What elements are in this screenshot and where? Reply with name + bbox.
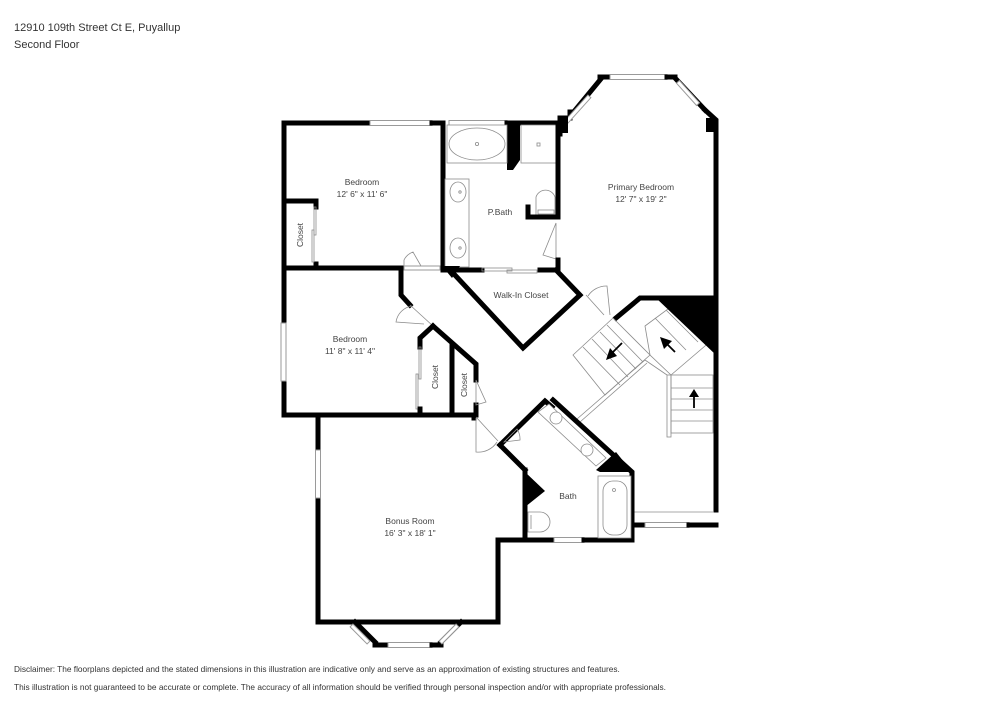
- primary-bathroom: [440, 120, 563, 274]
- primary-bedroom-label: Primary Bedroom: [608, 182, 674, 192]
- primary-bedroom: [557, 74, 719, 513]
- walk-in-closet: [442, 266, 584, 352]
- window: [369, 120, 433, 126]
- property-address: 12910 109th Street Ct E, Puyallup: [14, 22, 181, 34]
- staircase: [572, 298, 719, 528]
- bath-label: Bath: [559, 491, 577, 501]
- bedroom2-dims: 11' 8" x 11' 4": [325, 346, 375, 356]
- closet2-label: Closet: [430, 364, 440, 389]
- bedroom-2: [280, 267, 487, 418]
- closet3-label: Closet: [459, 372, 469, 397]
- pbath-label: P.Bath: [488, 207, 513, 217]
- bedroom-1: [281, 120, 446, 418]
- closet1-label: Closet: [295, 222, 305, 247]
- bathroom: [315, 396, 635, 625]
- walkin-closet-label: Walk-In Closet: [494, 290, 550, 300]
- disclaimer-line-1: Disclaimer: The floorplans depicted and …: [14, 664, 620, 674]
- bonus-room: [315, 412, 501, 648]
- bedroom2-label: Bedroom: [333, 334, 368, 344]
- primary-bedroom-dims: 12' 7" x 19' 2": [615, 194, 666, 204]
- floor-label: Second Floor: [14, 39, 80, 51]
- bonus-room-label: Bonus Room: [385, 516, 434, 526]
- bedroom1-label: Bedroom: [345, 177, 380, 187]
- disclaimer-line-2: This illustration is not guaranteed to b…: [14, 682, 666, 692]
- bonus-room-dims: 16' 3" x 18' 1": [384, 528, 435, 538]
- bedroom1-dims: 12' 6" x 11' 6": [337, 189, 388, 199]
